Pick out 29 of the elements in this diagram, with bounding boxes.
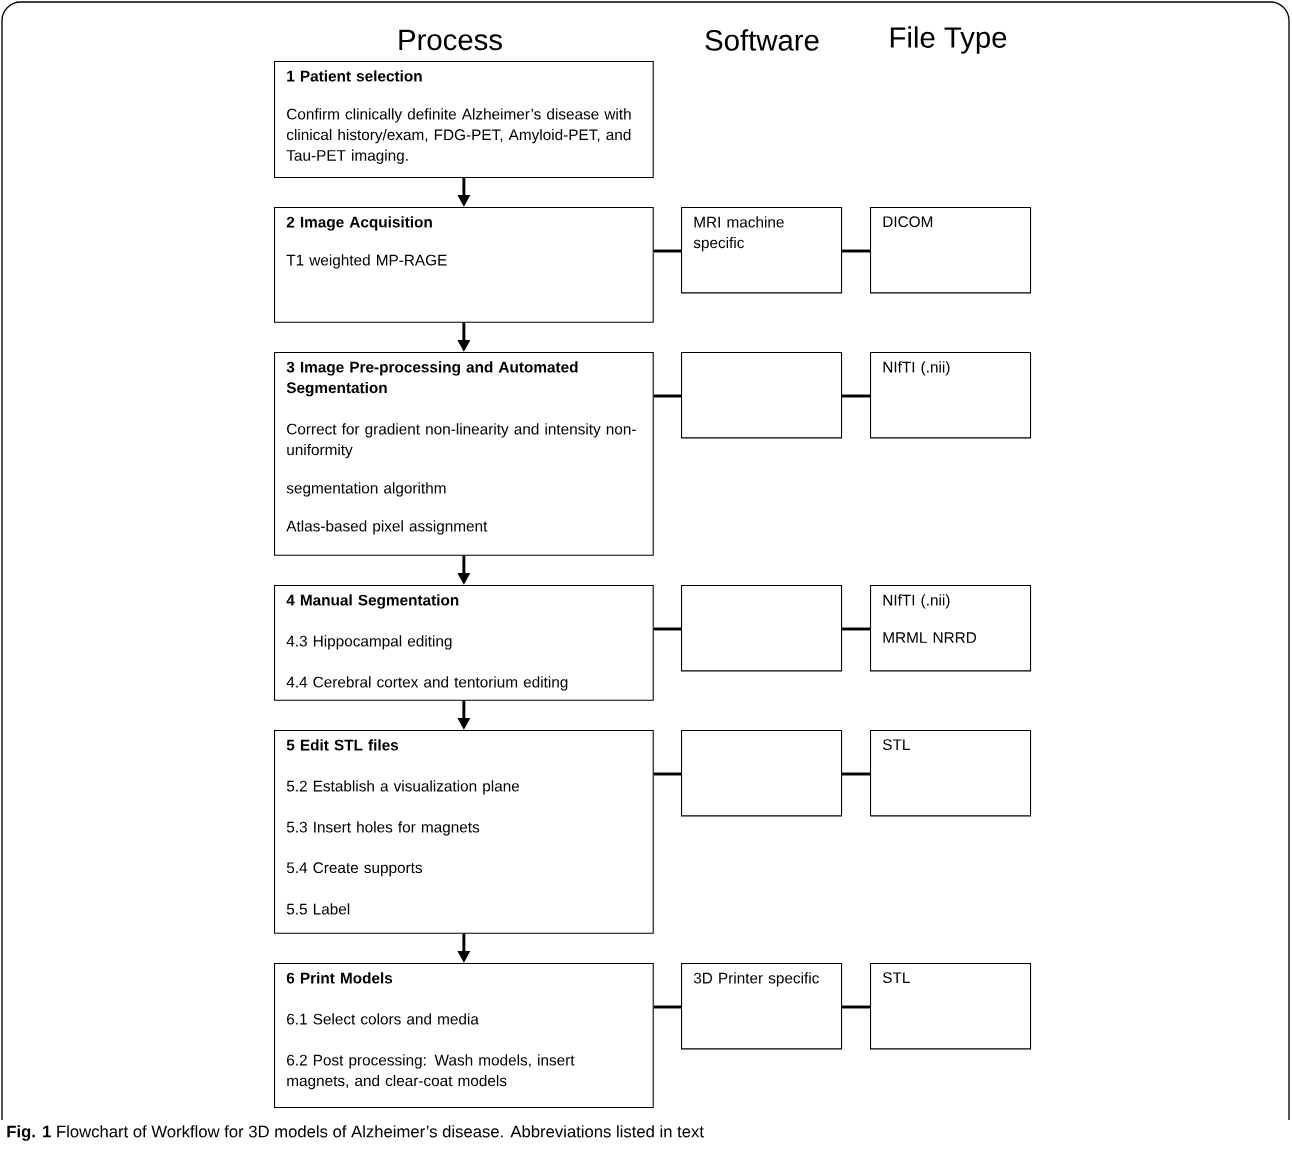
software-box (681, 352, 843, 439)
software-box (681, 730, 843, 817)
connector-line (653, 1005, 681, 1009)
software-box: MRI machine specific (681, 207, 843, 294)
column-heading: File Type (890, 26, 1007, 54)
file-type-box: STL (870, 730, 1032, 817)
process-box: 5 Edit STL files 5.2 Establish a visualization plane 5.3 Insert holes for magnets 5.4 Create supports 5.5 Label (274, 730, 654, 934)
process-box: 2 Image Acquisition T1 weighted MP-RAGE (274, 207, 654, 323)
connector-line (842, 249, 870, 253)
file-type-box: STL (870, 963, 1032, 1050)
connector-line (653, 627, 681, 631)
figure-caption: Fig. 1 Flowchart of Workflow for 3D models of Alzheimer’s disease. Abbreviations listed in text (7, 1125, 704, 1141)
connector-line (842, 1005, 870, 1009)
software-box: 3D Printer specific (681, 963, 843, 1050)
connector-line (842, 627, 870, 631)
file-type-box: NIfTI (.nii) MRML NRRD (870, 585, 1032, 672)
connector-line (842, 772, 870, 776)
process-box: 4 Manual Segmentation 4.3 Hippocampal editing 4.4 Cerebral cortex and tentorium editing (274, 585, 654, 701)
file-type-box: NIfTI (.nii) (870, 352, 1032, 439)
process-box: 6 Print Models 6.1 Select colors and media 6.2 Post processing: Wash models, insert magnets, and clear-coat models (274, 963, 654, 1109)
column-heading: Software (705, 29, 819, 51)
connector-line (653, 249, 681, 253)
software-box (681, 585, 843, 672)
connector-line (842, 394, 870, 398)
process-box: 1 Patient selection Confirm clinically definite Alzheimer’s disease with clinical history/exam, FDG-PET, Amyloid-PET, and Tau-PET imaging. (274, 61, 654, 179)
connector-line (653, 394, 681, 398)
connector-line (653, 772, 681, 776)
file-type-box: DICOM (870, 207, 1032, 294)
process-box: 3 Image Pre-processing and Automated Segmentation Correct for gradient non-linearity and intensity non-uniformity segmentation algorithm Atlas-based pixel assignment (274, 352, 654, 556)
